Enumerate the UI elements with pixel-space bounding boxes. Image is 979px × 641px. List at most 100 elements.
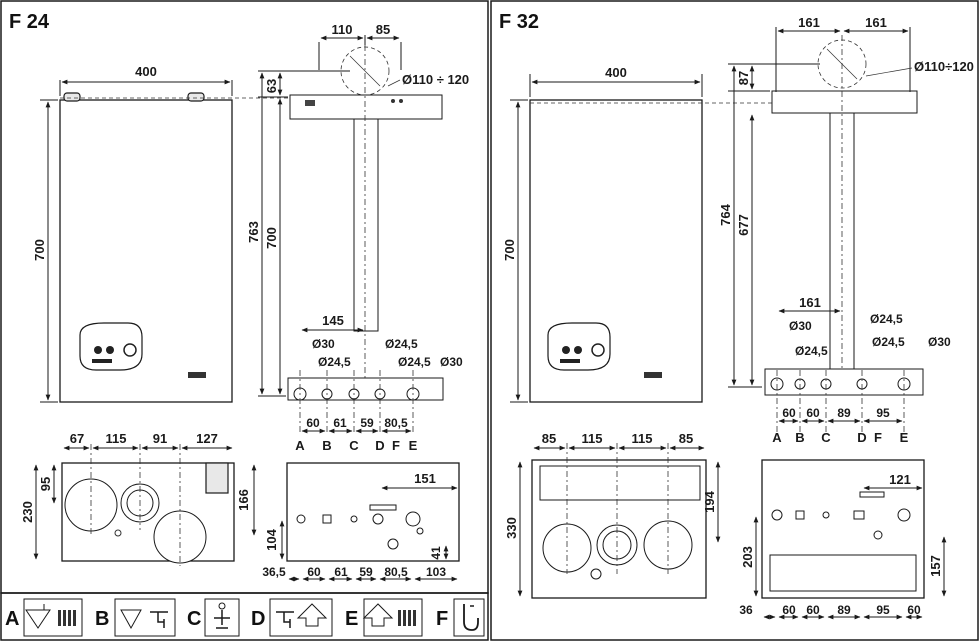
f24-bottom-dim-3: 61 — [334, 565, 348, 579]
f24-bracket-view: 110 85 Ø110 ÷ 120 63 763 700 145 Ø30 Ø24… — [246, 22, 469, 453]
f32-pipe-c-diameter: Ø24,5 — [870, 312, 903, 326]
f24-top-inner-height: 95 — [38, 477, 53, 491]
f24-pipe-d-diameter: Ø24,5 — [398, 355, 431, 369]
f24-flue-top-offset: 63 — [264, 79, 279, 93]
f32-front-height: 700 — [502, 239, 517, 261]
f32-top-view: 85 115 115 85 330 194 — [504, 431, 721, 599]
f24-top-width-4: 127 — [196, 431, 218, 446]
f32-letter-b: B — [795, 430, 804, 445]
f24-bottom-left-height: 104 — [264, 528, 279, 550]
f32-flue-spacing-a: 161 — [798, 15, 820, 30]
gas-inlet-icon — [204, 598, 240, 637]
f32-spacing-cd: 89 — [837, 406, 851, 420]
f24-title: F 24 — [9, 11, 50, 33]
f32-front-view: 400 700 — [502, 65, 772, 403]
f32-total-height: 764 — [718, 203, 733, 225]
f32-bottom-dim-6: 60 — [907, 603, 921, 617]
f24-bottom-view: 151 104 41 36,5 60 61 59 80,5 103 — [262, 462, 460, 582]
legend-letter-e: E — [345, 608, 358, 630]
hot-water-outlet-icon — [114, 598, 176, 637]
f32-bottom-left-height: 203 — [740, 546, 755, 568]
f24-front-width: 400 — [135, 64, 157, 79]
f32-bottom-right-dim: 121 — [889, 472, 911, 487]
f32-top-width-3: 115 — [632, 431, 653, 446]
f24-letter-e: E — [409, 438, 418, 453]
f32-top-width-4: 85 — [679, 431, 693, 446]
f32-flue-top-offset: 87 — [736, 71, 751, 85]
f24-letter-f: F — [392, 438, 400, 453]
f24-flue-spacing-a: 110 — [332, 22, 353, 37]
f32-bottom-dim-1: 36 — [739, 603, 753, 617]
f32-letter-d: D — [857, 430, 866, 445]
f24-bottom-dim-6: 103 — [426, 565, 446, 579]
f24-pipe-e-diameter: Ø30 — [440, 355, 463, 369]
f32-panel — [490, 0, 979, 641]
f24-top-width-3: 91 — [153, 431, 167, 446]
heating-flow-icon — [23, 598, 83, 637]
f32-bottom-right-height: 157 — [928, 555, 943, 577]
cold-water-inlet-icon — [269, 598, 333, 637]
brand-logo-icon — [188, 372, 206, 378]
f24-top-width-1: 67 — [70, 431, 84, 446]
f24-letter-b: B — [322, 438, 331, 453]
f24-top-right-height: 166 — [236, 489, 251, 511]
legend-letter-c: C — [187, 608, 201, 630]
f32-flue-spacing-b: 161 — [865, 15, 887, 30]
f32-top-right-height: 194 — [702, 490, 717, 512]
f24-letter-d: D — [375, 438, 384, 453]
legend-letter-f: F — [436, 608, 448, 630]
f32-offset-161: 161 — [799, 295, 821, 310]
safety-valve-drain-icon — [453, 598, 485, 637]
f32-letter-c: C — [821, 430, 831, 445]
f32-bottom-dim-2: 60 — [782, 603, 796, 617]
f24-spacing-cd: 59 — [360, 416, 374, 430]
f32-spacing-ab: 60 — [782, 406, 796, 420]
f24-pipe-a-diameter: Ø30 — [312, 337, 335, 351]
f24-top-left-height: 230 — [20, 501, 35, 523]
f32-bracket-height: 677 — [736, 214, 751, 236]
f24-top-width-2: 115 — [106, 431, 127, 446]
heating-return-icon — [362, 598, 423, 637]
f24-letter-a: A — [295, 438, 305, 453]
f24-offset-145: 145 — [322, 313, 344, 328]
connection-legend: A B C D E F — [5, 598, 485, 637]
legend-letter-b: B — [95, 608, 109, 630]
f24-front-height: 700 — [32, 239, 47, 261]
f32-bottom-dim-4: 89 — [837, 603, 851, 617]
f32-letter-e: E — [900, 430, 909, 445]
f24-bottom-small-height: 41 — [429, 546, 443, 560]
f32-brand-logo-icon — [644, 372, 662, 378]
f24-front-view: 400 700 — [32, 64, 292, 403]
f24-top-view: 67 115 91 127 230 95 166 — [20, 431, 257, 566]
f24-bottom-dim-2: 60 — [307, 565, 321, 579]
f32-bracket-view: 161 161 Ø110÷120 87 764 677 161 Ø30 Ø24,… — [718, 15, 974, 445]
legend-letter-a: A — [5, 608, 19, 630]
f32-flue-diameter: Ø110÷120 — [914, 59, 974, 74]
f24-letter-c: C — [349, 438, 359, 453]
f24-spacing-ab: 60 — [306, 416, 320, 430]
f24-bottom-dim-5: 80,5 — [384, 565, 408, 579]
f32-bottom-dim-3: 60 — [806, 603, 820, 617]
f24-bracket-height: 700 — [264, 227, 279, 249]
f32-pipe-e-diameter: Ø30 — [928, 335, 951, 349]
f24-total-height: 763 — [246, 221, 261, 243]
f32-bottom-dim-5: 95 — [876, 603, 890, 617]
legend-panel — [0, 592, 489, 641]
f32-spacing-de: 95 — [876, 406, 890, 420]
f24-flue-diameter: Ø110 ÷ 120 — [402, 72, 469, 87]
f32-pipe-a-diameter: Ø30 — [789, 319, 812, 333]
f32-bottom-view: 121 203 157 36 60 60 89 95 60 — [739, 459, 947, 620]
f24-pipe-b-diameter: Ø24,5 — [318, 355, 351, 369]
f24-flue-spacing-b: 85 — [376, 22, 390, 37]
f32-letter-f: F — [874, 430, 882, 445]
f32-top-width-1: 85 — [542, 431, 556, 446]
f24-bottom-dim-1: 36,5 — [262, 565, 286, 579]
f24-bottom-dim-4: 59 — [359, 565, 373, 579]
f32-spacing-bc: 60 — [806, 406, 820, 420]
f32-letter-a: A — [772, 430, 782, 445]
legend-letter-d: D — [251, 608, 265, 630]
f32-top-left-height: 330 — [504, 517, 519, 539]
f32-pipe-d-diameter: Ø24,5 — [872, 335, 905, 349]
f24-bottom-right-dim: 151 — [414, 471, 436, 486]
